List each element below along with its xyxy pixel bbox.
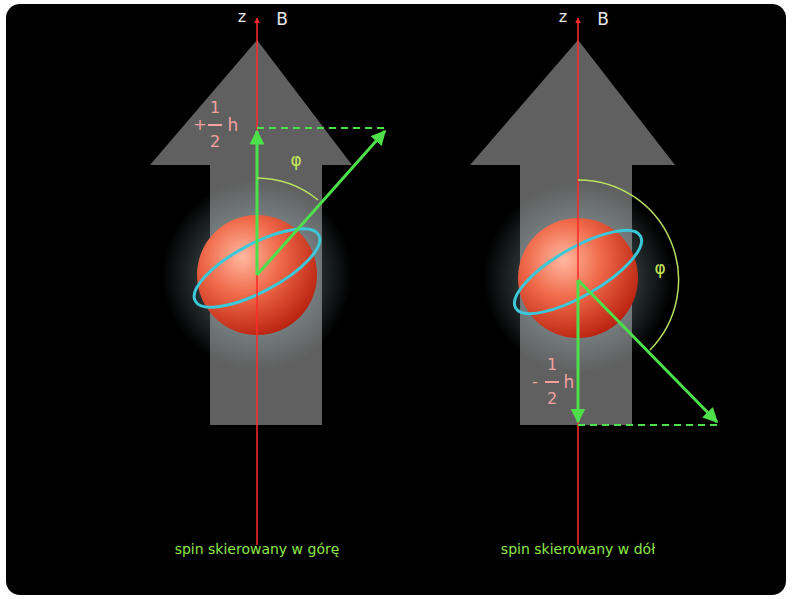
angle-arc: [257, 178, 318, 200]
field-label: B: [276, 11, 288, 28]
angle-arc: [578, 180, 679, 350]
panel: [6, 4, 786, 595]
spin-projection: [256, 131, 259, 275]
fraction-bar: [545, 381, 559, 383]
z-axis: [256, 18, 258, 545]
fraction-bar: [208, 124, 222, 126]
spin-vector: [578, 280, 717, 422]
planck-label: h: [564, 374, 575, 391]
axis-label: z: [238, 9, 246, 25]
field-arrow: [470, 40, 675, 425]
caption-text: spin skierowany w dół: [501, 542, 655, 556]
caption-text: spin skierowany w górę: [175, 542, 340, 556]
angle-label: φ: [654, 260, 665, 277]
field-arrow: [150, 40, 352, 425]
fraction-denominator: 2: [210, 134, 220, 150]
planck-label: h: [228, 117, 239, 134]
field-label: B: [597, 11, 609, 28]
sign-label: +: [193, 117, 206, 133]
sign-label: -: [532, 374, 538, 390]
fraction-denominator: 2: [547, 391, 557, 407]
fraction-numerator: 1: [210, 100, 220, 116]
axis-label: z: [559, 9, 567, 25]
spin-projection: [577, 280, 580, 422]
fraction-numerator: 1: [547, 357, 557, 373]
spin-vector: [257, 131, 385, 275]
spin-up-figure: [150, 18, 388, 545]
spin-down-figure: [470, 18, 720, 545]
angle-label: φ: [290, 152, 301, 169]
